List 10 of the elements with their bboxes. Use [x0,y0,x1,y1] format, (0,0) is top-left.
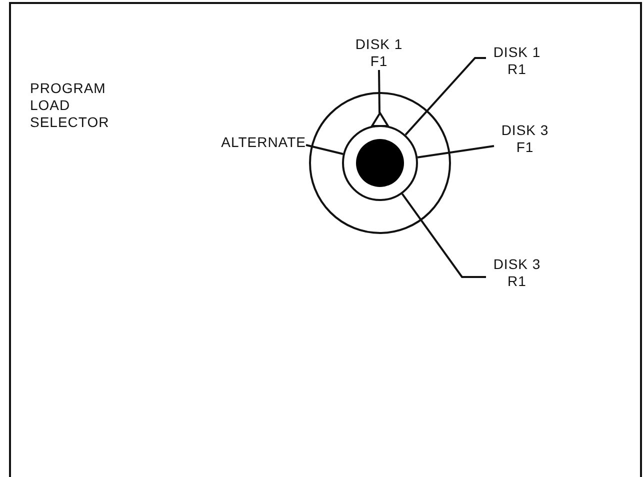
leader-line [417,145,494,158]
panel-title: PROGRAM LOAD SELECTOR [30,80,110,131]
position-label: DISK 3 F1 [494,122,556,156]
position-label: DISK 1 R1 [486,44,548,78]
leader-line [404,57,486,136]
position-label: DISK 1 F1 [350,36,408,70]
leader-line [378,70,380,114]
position-label: ALTERNATE [174,134,306,151]
leader-line [401,193,486,278]
position-label: DISK 3 R1 [486,256,548,290]
